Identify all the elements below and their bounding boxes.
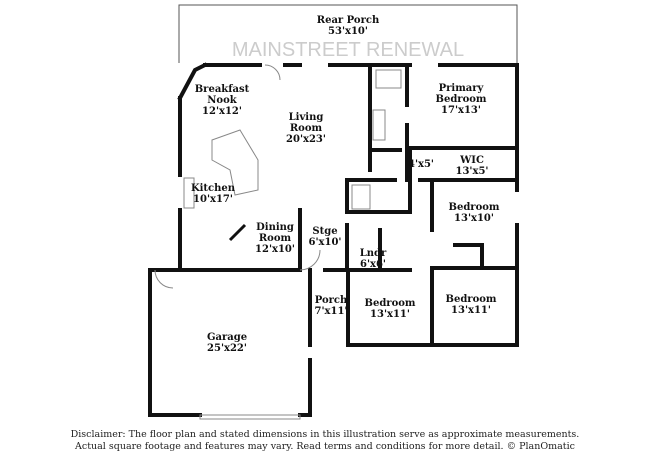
watermark: MAINSTREET RENEWAL: [232, 39, 464, 61]
fixtures: [154, 64, 402, 420]
kitchen-island: [211, 129, 259, 196]
rear-porch-outline: [178, 4, 518, 63]
disclaimer: Disclaimer: The floor plan and stated di…: [0, 429, 650, 453]
disclaimer-line-2: Actual square footage and features may v…: [75, 441, 575, 452]
room-bath: 4'x5': [407, 159, 435, 170]
disclaimer-line-1: Disclaimer: The floor plan and stated di…: [70, 429, 580, 440]
walls: [148, 62, 519, 417]
dining-table: [228, 223, 247, 242]
